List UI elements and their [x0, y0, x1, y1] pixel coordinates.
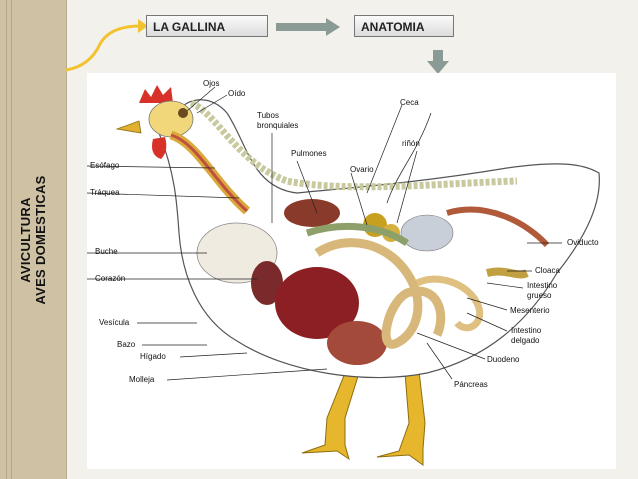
label-ojos: Ojos [203, 79, 220, 88]
label-corazon: Corazón [95, 274, 126, 283]
label-delgado: delgado [511, 336, 540, 345]
label-oido: Oído [228, 89, 246, 98]
label-grueso: grueso [527, 291, 552, 300]
sidebar-stripe [6, 0, 7, 479]
label-rinon: riñón [402, 139, 420, 148]
label-bronquiales: bronquiales [257, 121, 299, 130]
label-buche: Buche [95, 247, 118, 256]
beak [115, 120, 142, 134]
label-duodeno: Duodeno [487, 355, 520, 364]
sidebar-title-line2: AVES DOMESTICAS [33, 175, 48, 305]
curved-arrow-icon [65, 19, 148, 72]
label-mesenterio: Mesenterio [510, 306, 550, 315]
label-vesicula: Vesícula [99, 318, 130, 327]
chicken-drawing [115, 85, 600, 466]
label-pulmones: Pulmones [291, 149, 327, 158]
label-pancreas: Páncreas [454, 380, 488, 389]
wattle [152, 137, 167, 159]
label-intestino-delgado: Intestino [511, 326, 542, 335]
label-higado: Hígado [140, 352, 166, 361]
chicken-anatomy-diagram: Ojos Oído Tubos bronquiales Ceca Pulmone… [87, 73, 616, 469]
title-box-anatomia: ANATOMIA [354, 15, 454, 37]
label-molleja: Molleja [129, 375, 155, 384]
sidebar-title: AVICULTURA AVES DOMESTICAS [18, 175, 48, 304]
legs [301, 370, 426, 466]
label-esofago: Esófago [90, 161, 120, 170]
label-ovario: Ovario [350, 165, 374, 174]
sidebar: AVICULTURA AVES DOMESTICAS [0, 0, 67, 479]
label-traquea: Tráquea [90, 188, 120, 197]
title-box-la-gallina: LA GALLINA [146, 15, 268, 37]
label-oviducto: Oviducto [567, 238, 599, 247]
intestines [314, 238, 446, 349]
leader-lines [87, 86, 562, 381]
label-ceca: Ceca [400, 98, 419, 107]
body-outline [158, 99, 600, 379]
label-tubos: Tubos [257, 111, 279, 120]
sidebar-stripe [11, 0, 12, 479]
right-arrow-icon [276, 18, 340, 36]
label-cloaca: Cloaca [535, 266, 560, 275]
comb [139, 85, 173, 103]
down-arrow-icon [427, 50, 449, 74]
sidebar-title-line1: AVICULTURA [18, 197, 33, 283]
label-bazo: Bazo [117, 340, 136, 349]
label-intestino-grueso: Intestino [527, 281, 558, 290]
